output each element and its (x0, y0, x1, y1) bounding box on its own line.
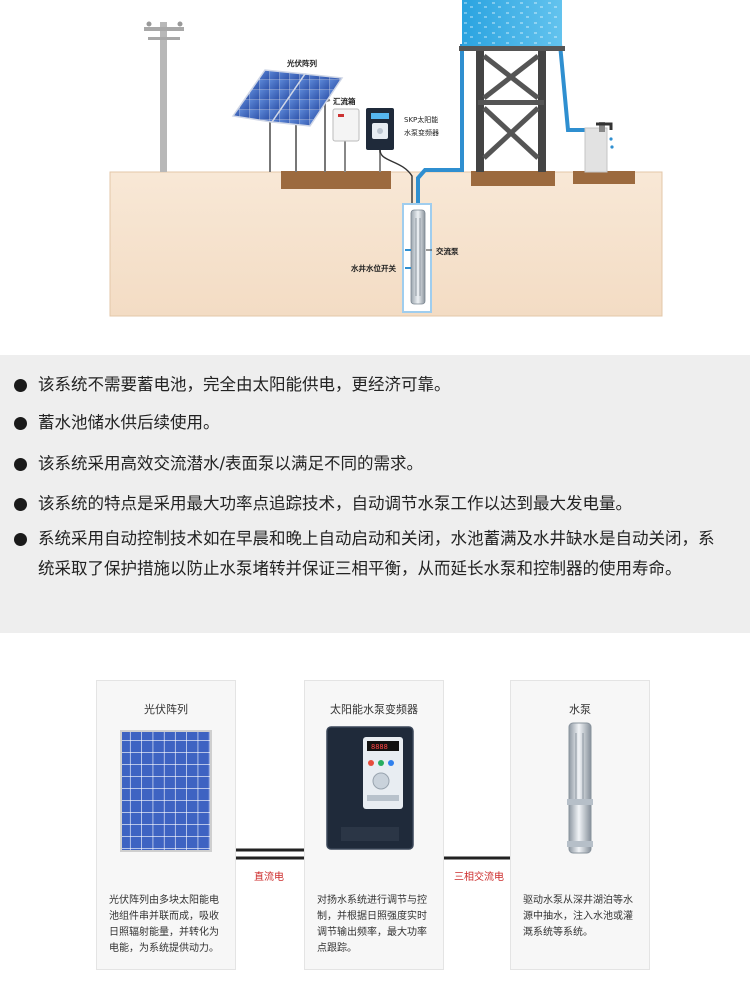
bullet-icon (14, 458, 27, 471)
label-pv-array: 光伏阵列 (286, 58, 317, 68)
features-section: 该系统不需要蓄电池，完全由太阳能供电，更经济可靠。 蓄水池储水供后续使用。 该系… (0, 355, 750, 633)
panel-title: 水泵 (569, 703, 591, 716)
bullet-icon (14, 533, 27, 546)
foundation-left (281, 171, 391, 189)
component-flow: 光伏阵列 光伏阵列由多块太阳能电池组件串并联而成，吸收日照辐射能量，并转化为电能… (0, 672, 750, 995)
label-combiner-box: 汇流箱 (333, 96, 356, 106)
panel-pump: 水泵 驱动水泵从深井湖泊等水源中抽水，注入水池或灌溉系统等系统。 (510, 680, 650, 970)
panel-pv-array: 光伏阵列 光伏阵列由多块太阳能电池组件串并联而成，吸收日照辐射能量，并转化为电能… (96, 680, 236, 970)
pump-icon (567, 722, 593, 854)
foundation-tap (573, 171, 635, 184)
panel-desc: 光伏阵列由多块太阳能电池组件串并联而成，吸收日照辐射能量，并转化为电能，为系统提… (109, 895, 219, 954)
pump-cable (379, 149, 413, 210)
label-ac3: 三相交流电 (454, 872, 504, 883)
ground (109, 171, 663, 317)
bullet-icon (14, 379, 27, 392)
water-pipe (416, 44, 464, 214)
label-well-level-switch: 水井水位开关 (351, 263, 396, 273)
label-dc: 直流电 (254, 872, 284, 883)
well-shaft (402, 203, 432, 313)
bullet-icon (14, 498, 27, 511)
features-list: 该系统不需要蓄电池，完全由太阳能供电，更经济可靠。 蓄水池储水供后续使用。 该系… (0, 355, 750, 584)
outlet-pipe (548, 42, 588, 132)
feature-item: 该系统采用高效交流潜水/表面泵以满足不同的需求。 (0, 449, 750, 479)
panel-title: 光伏阵列 (144, 703, 188, 716)
feature-item: 该系统不需要蓄电池，完全由太阳能供电，更经济可靠。 (0, 370, 750, 400)
utility-pole (144, 21, 184, 172)
panel-title: 太阳能水泵变频器 (330, 703, 418, 716)
svg-text:8888: 8888 (371, 743, 388, 751)
label-inverter-line2: 水泵变频器 (404, 128, 439, 137)
panel-desc: 对扬水系统进行调节与控制，并根据日照强度实时调节输出频率，最大功率点跟踪。 (317, 895, 427, 954)
inverter-unit (366, 108, 394, 172)
feature-item: 系统采用自动控制技术如在早晨和晚上自动启动和关闭，水池蓄满及水井缺水是自动关闭，… (0, 524, 750, 584)
panel-inverter: 太阳能水泵变频器 8888 对扬水系统进行调节与控制，并根据日照强度实时调节输出… (304, 680, 444, 970)
feature-item: 蓄水池储水供后续使用。 (0, 408, 750, 438)
label-inverter-line1: SKP太阳能 (404, 115, 438, 124)
water-tower (459, 0, 565, 172)
bullet-icon (14, 417, 27, 430)
feature-item: 该系统的特点是采用最大功率点追踪技术，自动调节水泵工作以达到最大发电量。 (0, 489, 750, 519)
solar-panel-array (231, 69, 344, 172)
combiner-box (332, 108, 360, 172)
water-tap (584, 122, 614, 173)
panel-desc: 驱动水泵从深井湖泊等水源中抽水，注入水池或灌溉系统等系统。 (523, 895, 633, 938)
solar-panel-icon (120, 730, 212, 852)
inverter-icon: 8888 (326, 726, 414, 850)
foundation-tower (471, 171, 555, 186)
system-diagram: 光伏阵列 汇流箱 SKP太阳能 水泵变频器 交流泵 水井水位开关 (0, 0, 750, 340)
label-ac-pump: 交流泵 (436, 246, 459, 256)
